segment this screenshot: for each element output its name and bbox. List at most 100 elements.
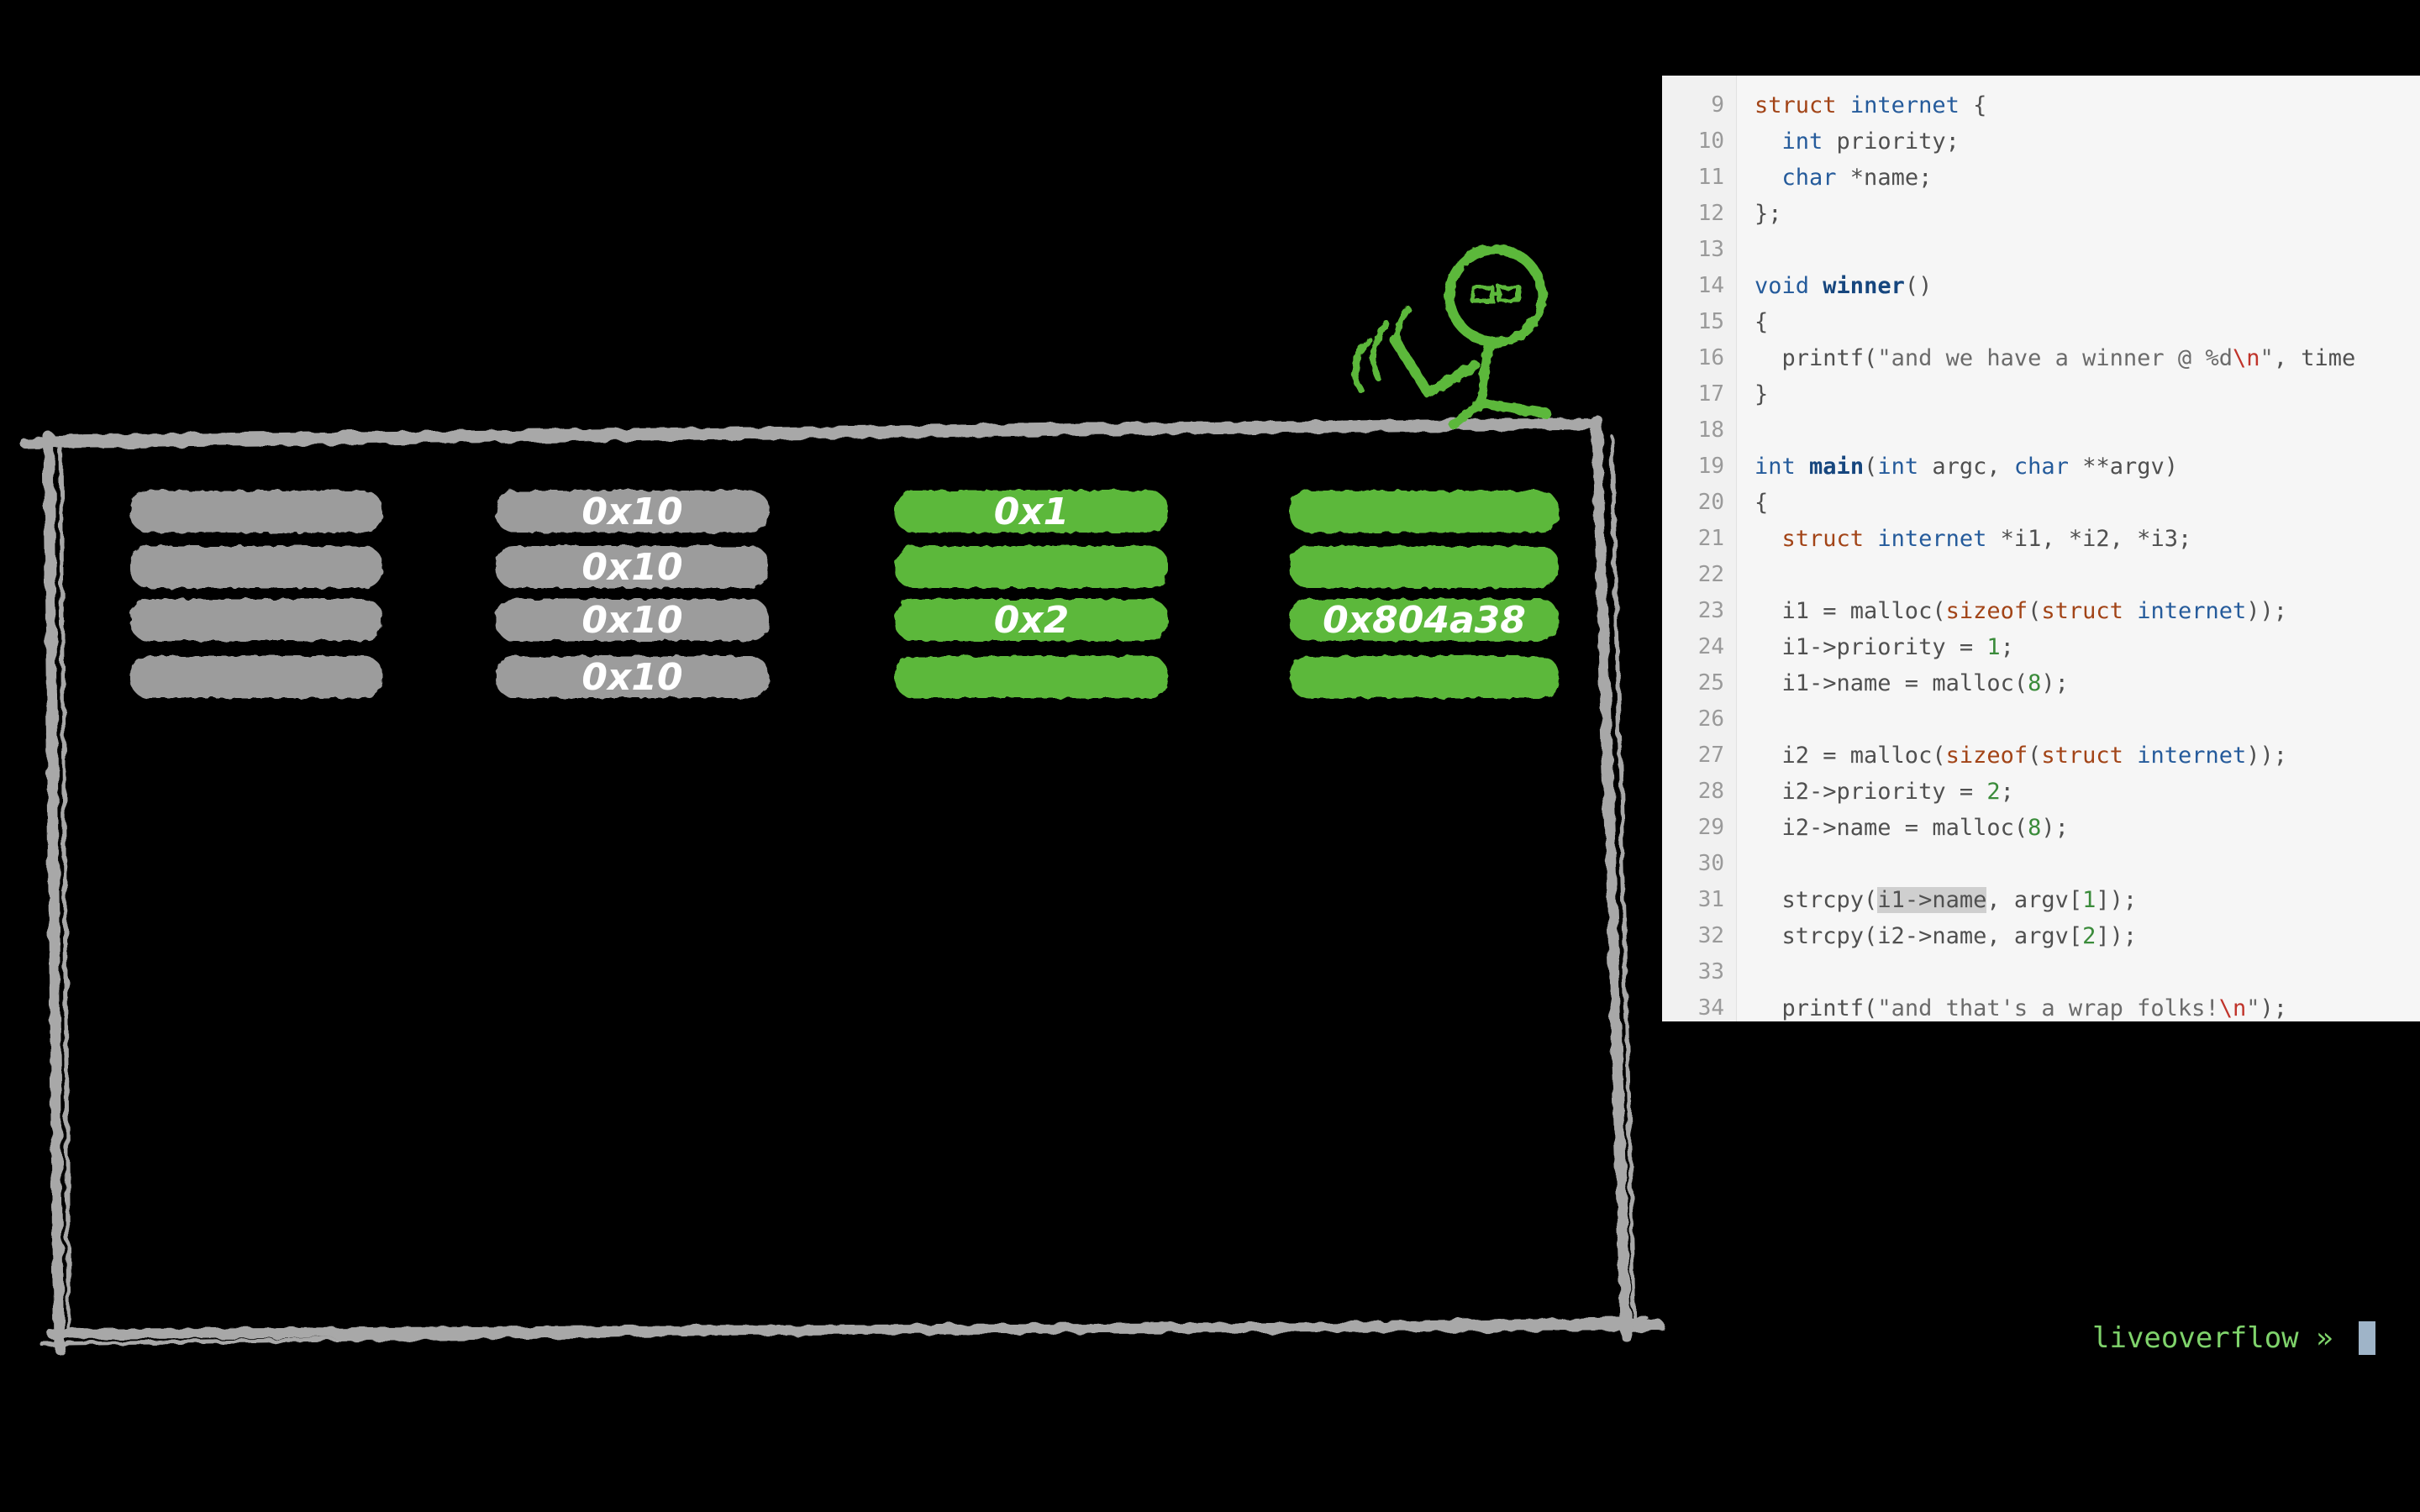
code-line[interactable]: struct internet { [1754,87,1986,123]
code-line[interactable]: i1->priority = 1; [1754,629,2014,665]
code-token: 8 [2028,815,2042,841]
code-token: *name; [1836,165,1933,191]
line-number: 26 [1697,706,1724,732]
line-number: 9 [1711,92,1724,118]
code-token: **argv) [2068,454,2178,480]
code-token: 8 [2028,670,2042,696]
code-token: int [1754,454,1796,480]
terminal-cursor [2359,1321,2376,1355]
code-token: i1 = malloc( [1754,598,1946,624]
code-line[interactable]: printf("and we have a winner @ %d\n", ti… [1754,340,2356,376]
code-token: struct [2041,598,2123,624]
code-token [1754,526,1782,552]
line-number: 31 [1697,887,1724,912]
code-line[interactable]: strcpy(i1->name, argv[1]); [1754,882,2137,918]
memory-block [130,491,382,533]
code-token [2123,743,2137,769]
memory-block [496,546,769,588]
code-token: )); [2246,598,2288,624]
code-token: strcpy( [1754,887,1878,913]
line-number: 32 [1697,923,1724,948]
code-token: char [2013,454,2069,480]
line-number: 27 [1697,743,1724,768]
memory-block [895,656,1168,698]
memory-block [895,599,1168,641]
code-token: )); [2246,743,2288,769]
code-line[interactable]: printf("and that's a wrap folks!\n"); [1754,990,2288,1021]
line-number: 19 [1697,454,1724,479]
line-number: 29 [1697,815,1724,840]
code-token: ); [2260,995,2287,1021]
code-token: printf( [1754,345,1878,371]
code-token: 2 [2082,923,2096,949]
code-line[interactable]: }; [1754,196,1782,232]
memory-value-label: 0x10 [581,546,682,589]
code-line[interactable]: { [1754,304,1768,340]
memory-block [130,656,382,698]
code-token [1809,273,1823,299]
code-line[interactable]: i2->priority = 2; [1754,774,2014,810]
code-line[interactable]: char *name; [1754,160,1933,196]
line-number: 30 [1697,851,1724,876]
code-line[interactable]: { [1754,485,1768,521]
memory-block [496,656,769,698]
sketch-frame [20,414,1665,1354]
code-line[interactable]: } [1754,376,1768,412]
code-token: i2 = malloc( [1754,743,1946,769]
code-token: { [1959,92,1987,118]
memory-value-label: 0x10 [581,599,682,642]
code-line[interactable]: i1->name = malloc(8); [1754,665,2069,701]
code-line[interactable]: struct internet *i1, *i2, *i3; [1754,521,2192,557]
memory-block [1290,599,1559,641]
memory-value-label: 0x2 [994,599,1070,642]
code-token: ( [2028,598,2042,624]
line-number: 10 [1697,129,1724,154]
code-token [2123,598,2137,624]
code-token: main [1809,454,1865,480]
code-line[interactable]: strcpy(i2->name, argv[2]); [1754,918,2138,954]
code-line[interactable]: int main(int argc, char **argv) [1754,449,2178,485]
code-line[interactable]: i2 = malloc(sizeof(struct internet)); [1754,738,2288,774]
line-number: 16 [1697,345,1724,370]
line-number: 28 [1697,779,1724,804]
code-line[interactable]: i1 = malloc(sizeof(struct internet)); [1754,593,2288,629]
code-token: ( [2028,743,2042,769]
code-token: }; [1754,201,1782,227]
line-number: 25 [1697,670,1724,696]
line-number: 21 [1697,526,1724,551]
memory-block [1290,656,1559,698]
code-line[interactable]: i2->name = malloc(8); [1754,810,2069,846]
code-token: *i1, *i2, *i3; [1986,526,2192,552]
code-token: internet [2137,743,2247,769]
code-token: 1 [2082,887,2096,913]
memory-block [1290,491,1559,533]
memory-block [895,491,1168,533]
code-token: ]); [2096,923,2138,949]
code-token: \n [2232,345,2260,371]
code-token: struct [2041,743,2123,769]
code-token: int [1781,129,1823,155]
code-line[interactable]: int priority; [1754,123,1960,160]
memory-block [1290,546,1559,588]
memory-block [895,546,1168,588]
code-token: internet [1849,92,1960,118]
memory-block [130,599,382,641]
code-token: ; [2000,634,2014,660]
code-token: priority; [1823,129,1960,155]
memory-value-label: 0x1 [994,491,1070,533]
code-token: () [1904,273,1933,299]
terminal-prompt-line[interactable]: liveoverflow » [2092,1317,2376,1359]
code-token: struct [1754,92,1837,118]
code-token: 1 [1986,634,2001,660]
code-token: void [1754,273,1810,299]
waving-stick-figure-icon [1351,244,1551,429]
memory-block [496,491,769,533]
code-token: , time [2273,345,2356,371]
code-token: i2->priority = [1754,779,1987,805]
line-number: 20 [1697,490,1724,515]
shell-prompt: liveoverflow » [2092,1321,2351,1355]
code-token: i1->priority = [1754,634,1987,660]
code-line[interactable]: void winner() [1754,268,1932,304]
